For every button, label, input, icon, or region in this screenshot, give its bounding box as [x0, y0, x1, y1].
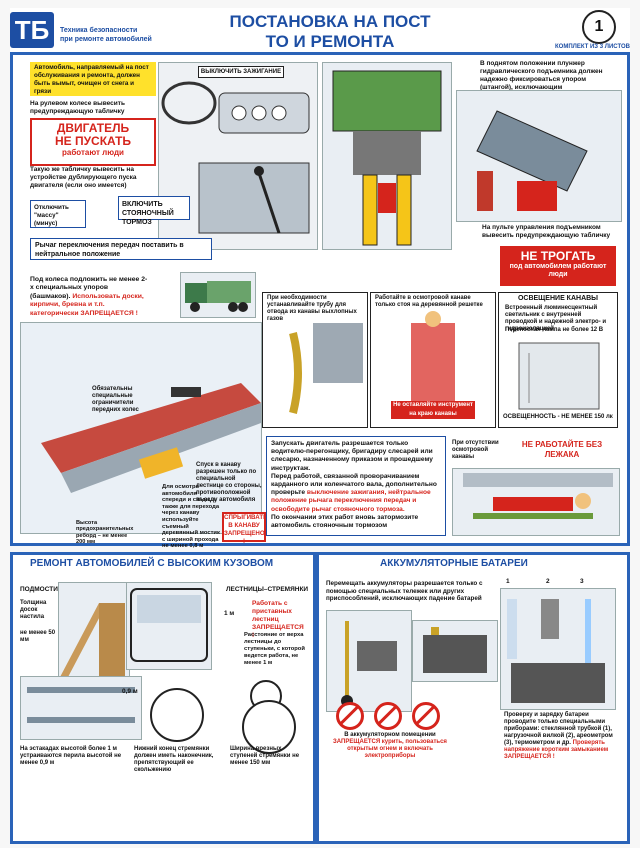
- ladder-warning: Работать с приставных лестниц ЗАПРЕЩАЕТС…: [252, 600, 304, 639]
- truck-illustration: [180, 272, 256, 318]
- room-warning-pre: В аккумуляторном помещении: [344, 732, 436, 738]
- check-warning: Проверять напряжение коротким замыканием…: [504, 740, 609, 760]
- before-work-highlight: выключение зажигания, нейтральное положе…: [271, 489, 431, 513]
- after-work-text: По окончании этих работ вновь затормозит…: [271, 513, 419, 530]
- duplicate-note: Такую же табличку вывесить на устройстве…: [30, 166, 137, 189]
- engine-sign-line-3: работают люди: [62, 148, 124, 157]
- tb-logo: ТБ: [10, 12, 54, 48]
- stairs-label: ПОДМОСТИ: [20, 586, 58, 593]
- steering-wheel-icon: [161, 81, 310, 234]
- chocks-warning: Использовать доски, кирпичи, бревна и т.…: [30, 292, 144, 317]
- mass-label: Отключить "массу" (минус): [30, 200, 86, 228]
- poster-title-line-2: ТО И РЕМОНТА: [265, 32, 395, 51]
- step-width-note: Ширина врезных ступеней стремянки не мен…: [230, 746, 300, 766]
- engine-sign-line-2: НЕ ПУСКАТЬ: [54, 134, 132, 148]
- poster-title-line-1: ПОСТАНОВКА НА ПОСТ: [229, 12, 431, 31]
- sheet-number-badge: 1: [582, 10, 616, 44]
- panel-note: На пульте управления подъемником вывесит…: [482, 224, 611, 239]
- instruments-illustration: [500, 588, 616, 710]
- lighting-footer-value: 150 лк: [594, 414, 613, 420]
- wash-note: Автомобиль, направляемый на пост обслужи…: [30, 62, 156, 96]
- lounger-illustration: [452, 468, 620, 536]
- crossing-note: Для осмотра автомобиля спереди и сзади, …: [162, 484, 220, 550]
- curb-note: Высота предохранительных реборд – не мен…: [76, 520, 134, 546]
- dashboard-illustration: [158, 62, 318, 250]
- chocks-note: Под колеса подложить не менее 2-х специа…: [30, 276, 150, 318]
- guide-label: Обязательны специальные ограничители пер…: [92, 386, 139, 413]
- lighting-item-2: Переносная лампа не более 12 В: [505, 327, 604, 333]
- before-work-paragraph: Перед работой, связанной проворачиванием…: [271, 473, 441, 514]
- inspection-pit-illustration: [20, 322, 262, 534]
- descent-note: Спуск в канаву разрешен только по специа…: [196, 462, 262, 503]
- top-distance-note: Расстояние от верха лестницы до ступеньк…: [244, 632, 305, 666]
- logo-caption: Техника безопасности при ремонте автомоб…: [60, 26, 170, 44]
- move-text: Перемещать аккумуляторы разрешается толь…: [326, 580, 483, 603]
- check-note: Проверку и зарядку батареи проводите тол…: [504, 712, 618, 761]
- battery-crate-illustration: [412, 620, 498, 682]
- poster-header: ТБ Техника безопасности при ремонте авто…: [10, 8, 630, 52]
- grate-panel: Работайте в осмотровой канаве только сто…: [370, 292, 496, 428]
- check-text: Проверку и зарядку батареи проводите тол…: [504, 712, 613, 746]
- thickness-value: не менее 50 мм: [20, 630, 56, 643]
- lighting-title: ОСВЕЩЕНИЕ КАНАВЫ: [517, 295, 599, 302]
- wheel-note: На рулевом колесе вывесить предупреждающ…: [30, 100, 125, 115]
- dump-truck-lift-illustration: [322, 62, 452, 250]
- brake-label: ВКЛЮЧИТЬ СТОЯНОЧНЫЙ ТОРМОЗ: [118, 196, 190, 226]
- tips-note: Нижний конец стремянки должен иметь нако…: [134, 746, 214, 773]
- no-pit-note: При отсутствии осмотровой канавы: [452, 440, 499, 460]
- dimension-09m: 0,9 м: [122, 688, 138, 695]
- ladders-label: ЛЕСТНИЦЫ–СТРЕМЯНКИ: [226, 586, 309, 593]
- engine-sign: ДВИГАТЕЛЬ НЕ ПУСКАТЬ работают люди: [30, 118, 156, 166]
- ladder-tip-icon: [150, 688, 204, 742]
- bus-illustration: [126, 582, 212, 670]
- overpass-illustration: [20, 676, 142, 740]
- lighting-footer-label: ОСВЕЩЕННОСТЬ - НЕ МЕНЕЕ: [503, 414, 593, 420]
- lighting-footer: ОСВЕЩЕННОСТЬ - НЕ МЕНЕЕ 150 лк: [503, 413, 613, 421]
- railing-note: На эстакадах высотой более 1 м устраиваю…: [20, 746, 122, 766]
- before-work-text: Перед работой, связанной проворачиванием…: [271, 472, 437, 497]
- high-body-title: РЕМОНТ АВТОМОБИЛЕЙ С ВЫСОКИМ КУЗОВОМ: [30, 558, 274, 569]
- step-width-icon: [242, 700, 296, 754]
- do-not-touch-sign: НЕ ТРОГАТЬ под автомобилем работают люди: [500, 246, 616, 286]
- jump-warning: СПРЫГИВАТЬ В КАНАВУ ЗАПРЕЩЕНО !: [222, 512, 268, 545]
- trolley-illustration: [326, 610, 412, 712]
- engine-start-text: Запускать двигатель разрешается только в…: [271, 440, 433, 472]
- lounger-warning: НЕ РАБОТАЙТЕ БЕЗ ЛЕЖАКА: [521, 440, 603, 459]
- no-smoking-icon: [336, 702, 364, 730]
- scaffold-illustration: [58, 582, 130, 680]
- do-not-touch-line-1: НЕ ТРОГАТЬ: [520, 249, 596, 263]
- dimension-1m: 1 м: [224, 610, 235, 617]
- room-warning-text: ЗАПРЕЩАЕТСЯ курить, пользоваться открыты…: [333, 739, 447, 759]
- chocks-text: Под колеса подложить не менее 2-х специа…: [30, 276, 148, 300]
- lighting-panel: ОСВЕЩЕНИЕ КАНАВЫ Встроенный люминесцентн…: [498, 292, 618, 428]
- battery-title: АККУМУЛЯТОРНЫЕ БАТАРЕИ: [380, 558, 528, 569]
- exhaust-note: При необходимости устанавливайте трубу д…: [267, 295, 357, 322]
- instrument-3-number: 3: [580, 578, 584, 585]
- grate-warning: Не оставляйте инструмент на краю канавы: [391, 401, 475, 419]
- ignition-label: ВЫКЛЮЧИТЬ ЗАЖИГАНИЕ: [198, 66, 284, 78]
- car-lift-illustration: [456, 90, 622, 222]
- do-not-touch-line-2: под автомобилем работают люди: [509, 263, 607, 278]
- no-electric-icon: [412, 702, 440, 730]
- no-fire-icon: [374, 702, 402, 730]
- thickness-label: Толщина досок настила: [20, 600, 47, 620]
- grate-note: Работайте в осмотровой канаве только сто…: [375, 295, 483, 308]
- engine-rules-box: Запускать двигатель разрешается только в…: [266, 436, 446, 536]
- gear-label: Рычаг переключения передач поставить в н…: [30, 238, 212, 260]
- engine-sign-line-1: ДВИГАТЕЛЬ: [56, 121, 130, 135]
- lighting-item-1: Встроенный люминесцентный светильник с в…: [505, 305, 607, 332]
- room-warning: В аккумуляторном помещении ЗАПРЕЩАЕТСЯ к…: [330, 732, 450, 760]
- instrument-2-number: 2: [546, 578, 550, 585]
- exhaust-panel: При необходимости устанавливайте трубу д…: [262, 292, 368, 428]
- logo-line-2: при ремонте автомобилей: [60, 36, 152, 43]
- kit-label: КОМПЛЕКТ ИЗ 3 ЛИСТОВ: [555, 44, 630, 50]
- instrument-1-number: 1: [506, 578, 510, 585]
- logo-line-1: Техника безопасности: [60, 27, 138, 34]
